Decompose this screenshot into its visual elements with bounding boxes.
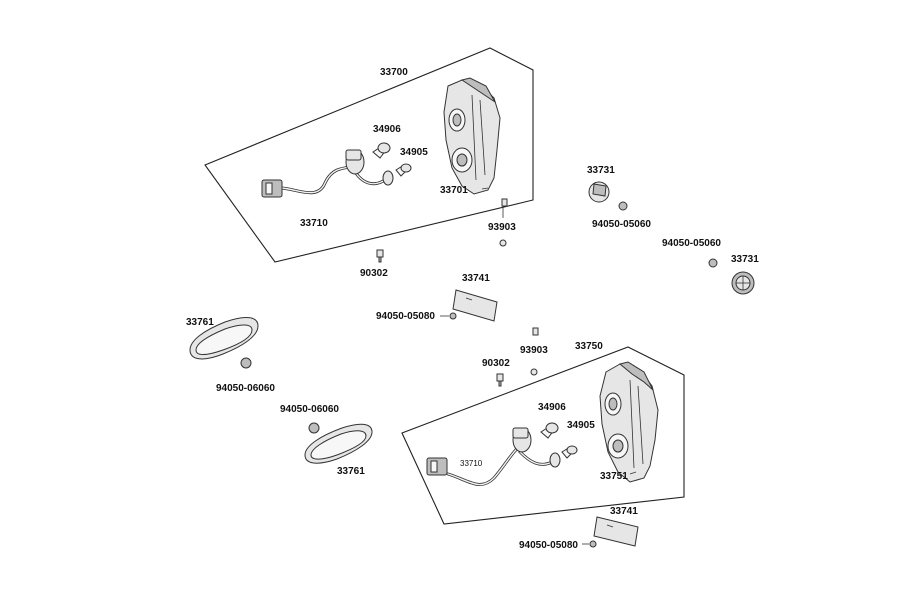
label-upper-housing: 33701 <box>440 185 468 196</box>
label-nut-oval-a: 94050-06060 <box>216 383 275 394</box>
upper-screw-93903 <box>499 198 508 247</box>
label-screw-lower: 90302 <box>482 358 510 369</box>
upper-assembly-frame <box>204 47 534 263</box>
label-lower-housing: 33751 <box>600 471 628 482</box>
lower-bulb-34905 <box>561 445 578 459</box>
upper-bulb-34905 <box>395 163 412 177</box>
nut-plate-b <box>589 540 597 548</box>
nut-oval-a <box>240 357 252 369</box>
label-screw-lower-right: 93903 <box>520 345 548 356</box>
upper-lamp-housing <box>443 77 501 195</box>
label-upper-bulb-top: 34906 <box>373 124 401 135</box>
nut-plate-a <box>449 312 457 320</box>
label-round-reflector-b: 33731 <box>731 254 759 265</box>
label-oval-reflector-a: 33761 <box>186 317 214 328</box>
label-lower-bulb-top: 34906 <box>538 402 566 413</box>
plate-reflector-a <box>452 289 498 322</box>
upper-screw-90302 <box>376 249 384 263</box>
lower-screw-93903 <box>530 327 539 376</box>
label-plate-reflector-a: 33741 <box>462 273 490 284</box>
oval-reflector-a <box>189 317 259 360</box>
lower-screw-90302 <box>496 373 504 387</box>
nut-round-a <box>618 201 628 211</box>
round-reflector-b <box>731 271 755 295</box>
label-nut-plate-b: 94050-05080 <box>519 540 578 551</box>
label-lower-frame: 33750 <box>575 341 603 352</box>
upper-wire-harness <box>261 149 394 198</box>
label-lower-bulb-small: 34905 <box>567 420 595 431</box>
oval-reflector-b <box>304 423 373 464</box>
label-screw-upper: 90302 <box>360 268 388 279</box>
nut-round-b <box>708 258 718 268</box>
lower-assembly-frame <box>401 346 685 525</box>
label-screw-upper-right: 93903 <box>488 222 516 233</box>
lower-wire-harness <box>426 427 561 486</box>
label-nut-round-b: 94050-05060 <box>662 238 721 249</box>
lower-lamp-housing <box>599 361 659 483</box>
label-nut-oval-b: 94050-06060 <box>280 404 339 415</box>
label-oval-reflector-b: 33761 <box>337 466 365 477</box>
round-reflector-a <box>588 181 610 203</box>
lower-bulb-34906 <box>540 422 559 439</box>
label-upper-harness: 33710 <box>300 218 328 229</box>
nut-oval-b <box>308 422 320 434</box>
label-round-reflector-a: 33731 <box>587 165 615 176</box>
label-nut-round-a: 94050-05060 <box>592 219 651 230</box>
label-lower-harness: 33710 <box>460 459 483 468</box>
label-nut-plate-a: 94050-05080 <box>376 311 435 322</box>
label-upper-frame: 33700 <box>380 67 408 78</box>
upper-bulb-34906 <box>372 142 391 159</box>
label-plate-reflector-b: 33741 <box>610 506 638 517</box>
plate-reflector-b <box>593 516 639 547</box>
label-upper-bulb-small: 34905 <box>400 147 428 158</box>
